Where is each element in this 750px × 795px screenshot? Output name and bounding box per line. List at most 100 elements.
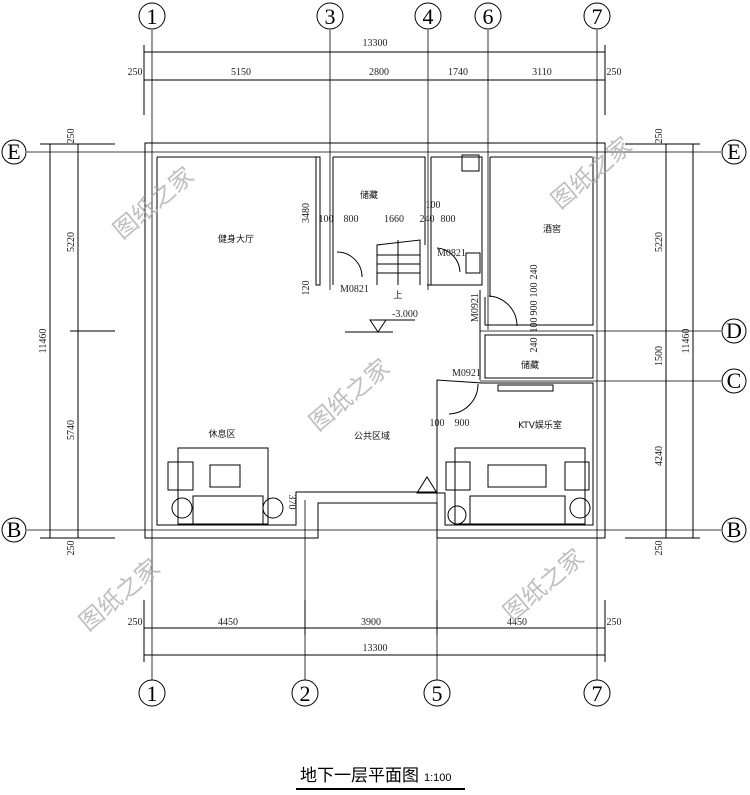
svg-text:C: C (727, 368, 742, 393)
svg-text:100: 100 (319, 214, 334, 225)
svg-text:-3.000: -3.000 (392, 309, 418, 320)
room-lounge: 休息区 (208, 428, 235, 440)
svg-text:E: E (727, 139, 740, 164)
svg-text:11460: 11460 (681, 329, 692, 354)
watermarks: 图纸之家 图纸之家 图纸之家 图纸之家 图纸之家 (74, 131, 638, 636)
svg-text:M0821: M0821 (437, 248, 466, 259)
axis-bubble-right-C: C (721, 368, 747, 394)
svg-text:4: 4 (423, 4, 434, 29)
svg-text:B: B (7, 517, 22, 542)
svg-text:5220: 5220 (66, 232, 77, 252)
axis-bubble-bottom-5: 5 (423, 679, 451, 707)
svg-text:地下一层平面图: 地下一层平面图 (300, 766, 419, 786)
svg-text:250: 250 (607, 617, 622, 628)
axis-bubble-right-B: B (721, 517, 747, 543)
svg-text:11460: 11460 (38, 329, 49, 354)
svg-text:3: 3 (325, 4, 336, 29)
svg-text:D: D (726, 318, 742, 343)
axis-bubble-top-1: 1 (138, 2, 166, 30)
svg-text:1500: 1500 (654, 346, 665, 366)
svg-text:2: 2 (300, 681, 311, 706)
room-wine-cellar: 酒窖 (543, 223, 561, 235)
axis-bubbles: 1 3 4 6 7 1 2 5 7 E B E D C B (1, 2, 747, 707)
dimension-lines (40, 45, 700, 662)
svg-text:1: 1 (147, 681, 158, 706)
svg-text:250: 250 (128, 67, 143, 78)
axis-bubble-bottom-1: 1 (138, 679, 166, 707)
svg-text:4450: 4450 (507, 617, 527, 628)
svg-text:100: 100 (426, 200, 441, 211)
drawing-title: 地下一层平面图 1:100 (296, 766, 465, 790)
svg-text:图纸之家: 图纸之家 (304, 353, 396, 436)
svg-text:上: 上 (393, 290, 402, 301)
svg-text:800: 800 (441, 214, 456, 225)
svg-text:5220: 5220 (654, 232, 665, 252)
svg-text:13300: 13300 (363, 643, 388, 654)
svg-text:图纸之家: 图纸之家 (108, 161, 200, 244)
axis-bubble-top-3: 3 (316, 2, 344, 30)
svg-text:900: 900 (529, 301, 540, 316)
axis-bubble-bottom-2: 2 (291, 679, 319, 707)
room-labels: 健身大厅 储藏 酒窖 储藏 休息区 公共区域 KTV娱乐室 (208, 189, 561, 442)
axis-bubble-right-E: E (721, 139, 747, 165)
room-ktv: KTV娱乐室 (518, 419, 562, 431)
svg-text:图纸之家: 图纸之家 (546, 131, 638, 214)
svg-text:7: 7 (592, 681, 603, 706)
svg-text:6: 6 (483, 4, 494, 29)
svg-text:250: 250 (654, 129, 665, 144)
svg-text:3110: 3110 (532, 67, 552, 78)
svg-text:120: 120 (301, 281, 312, 296)
walls (144, 142, 606, 539)
axis-bubble-top-7: 7 (583, 2, 611, 30)
svg-text:13300: 13300 (363, 38, 388, 49)
svg-text:240: 240 (529, 338, 540, 353)
furniture (167, 154, 591, 525)
svg-text:B: B (727, 517, 742, 542)
svg-text:250: 250 (654, 541, 665, 556)
svg-text:4450: 4450 (218, 617, 238, 628)
svg-text:250: 250 (607, 67, 622, 78)
axis-bubble-top-6: 6 (474, 2, 502, 30)
dimension-texts: 13300 250 5150 2800 1740 3110 250 250 44… (38, 38, 692, 654)
axis-bubble-left-E: E (1, 139, 27, 165)
svg-text:5: 5 (432, 681, 443, 706)
axis-bubble-top-4: 4 (414, 2, 442, 30)
svg-text:1: 1 (147, 4, 158, 29)
svg-text:240: 240 (420, 214, 435, 225)
svg-text:4240: 4240 (654, 446, 665, 466)
svg-text:7: 7 (592, 4, 603, 29)
svg-text:E: E (7, 139, 20, 164)
staircase: 上 (376, 239, 421, 301)
svg-text:370: 370 (286, 495, 297, 510)
room-gym: 健身大厅 (218, 233, 254, 245)
svg-text:M0921: M0921 (452, 368, 481, 379)
svg-text:1660: 1660 (384, 214, 404, 225)
svg-text:M0821: M0821 (340, 284, 369, 295)
svg-text:图纸之家: 图纸之家 (498, 543, 590, 626)
svg-text:240: 240 (529, 265, 540, 280)
doors: M0821 M0821 M0921 M0921 (336, 247, 518, 415)
svg-text:250: 250 (128, 617, 143, 628)
svg-text:250: 250 (66, 129, 77, 144)
axis-bubble-right-D: D (721, 318, 747, 344)
axis-bubble-bottom-7: 7 (583, 679, 611, 707)
svg-text:M0921: M0921 (470, 293, 481, 322)
svg-text:3900: 3900 (361, 617, 381, 628)
room-storage-1: 储藏 (360, 189, 378, 201)
svg-text:3480: 3480 (301, 203, 312, 223)
svg-text:900: 900 (455, 418, 470, 429)
room-storage-2: 储藏 (521, 359, 539, 371)
svg-text:250: 250 (66, 541, 77, 556)
svg-text:5740: 5740 (66, 420, 77, 440)
svg-text:5150: 5150 (231, 67, 251, 78)
svg-text:2800: 2800 (369, 67, 389, 78)
svg-text:1740: 1740 (448, 67, 468, 78)
room-public-area: 公共区域 (354, 430, 390, 442)
svg-text:1:100: 1:100 (424, 772, 452, 784)
svg-text:100: 100 (529, 283, 540, 298)
axis-bubble-left-B: B (1, 517, 27, 543)
elevation-marker: -3.000 (345, 309, 418, 333)
svg-text:800: 800 (344, 214, 359, 225)
